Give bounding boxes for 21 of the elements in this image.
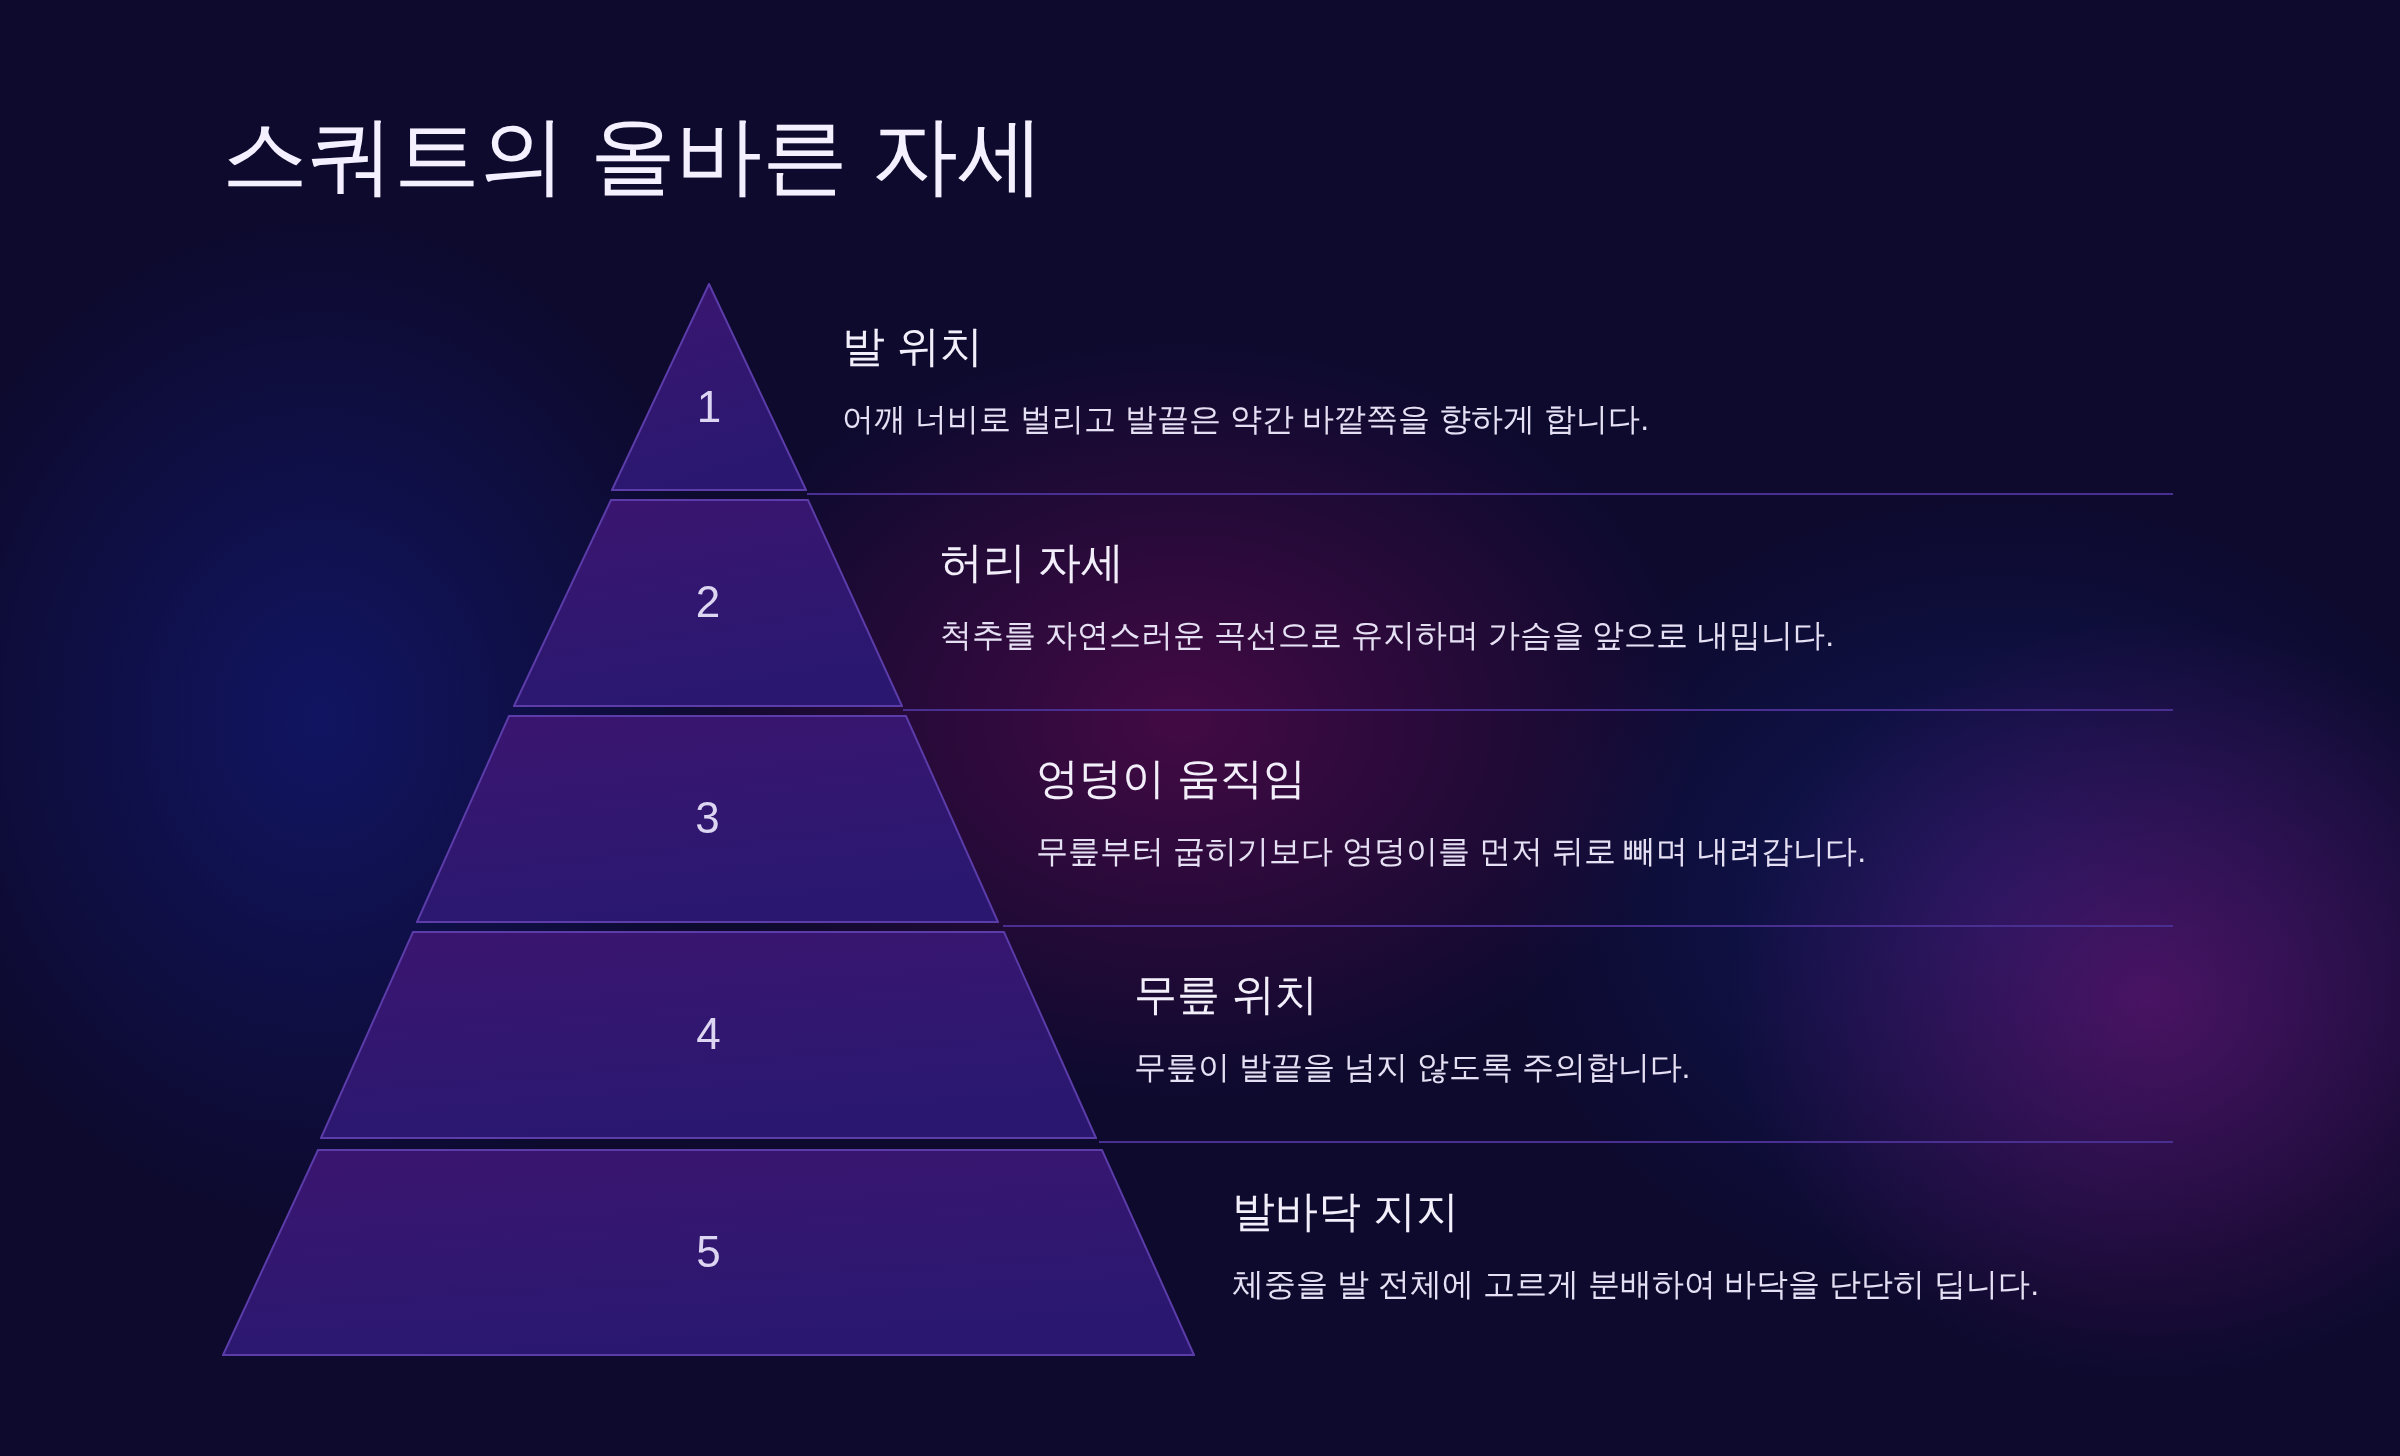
step-heading: 허리 자세: [940, 537, 1124, 588]
title: 스쿼트의 올바른 자세: [222, 106, 1044, 205]
step-description: 어깨 너비로 벌리고 발끝은 약간 바깥쪽을 향하게 합니다.: [842, 400, 1650, 439]
step-description: 무릎부터 굽히기보다 엉덩이를 먼저 뒤로 빼며 내려갑니다.: [1036, 832, 1867, 871]
step-number: 4: [695, 1009, 722, 1059]
step-description: 무릎이 발끝을 넘지 않도록 주의합니다.: [1134, 1048, 1691, 1087]
pyramid-layer: [222, 1149, 1195, 1356]
step-description: 체중을 발 전체에 고르게 분배하여 바닥을 단단히 딥니다.: [1232, 1265, 2040, 1304]
step-number: 2: [694, 577, 722, 627]
step-heading: 발바닥 지지: [1232, 1186, 1459, 1237]
step-heading: 무릎 위치: [1134, 969, 1318, 1020]
step-number: 3: [694, 793, 721, 843]
step-number: 5: [695, 1226, 722, 1277]
pyramid-top: [611, 283, 807, 491]
step-heading: 발 위치: [842, 321, 983, 372]
step-description: 척추를 자연스러운 곡선으로 유지하며 가슴을 앞으로 내밉니다.: [940, 616, 1835, 655]
pyramid-layer: [320, 931, 1097, 1139]
step-heading: 엉덩이 움직임: [1036, 753, 1306, 804]
step-number: 1: [695, 381, 723, 432]
pyramid-layer: [513, 499, 903, 707]
pyramid-layer: [416, 715, 999, 923]
